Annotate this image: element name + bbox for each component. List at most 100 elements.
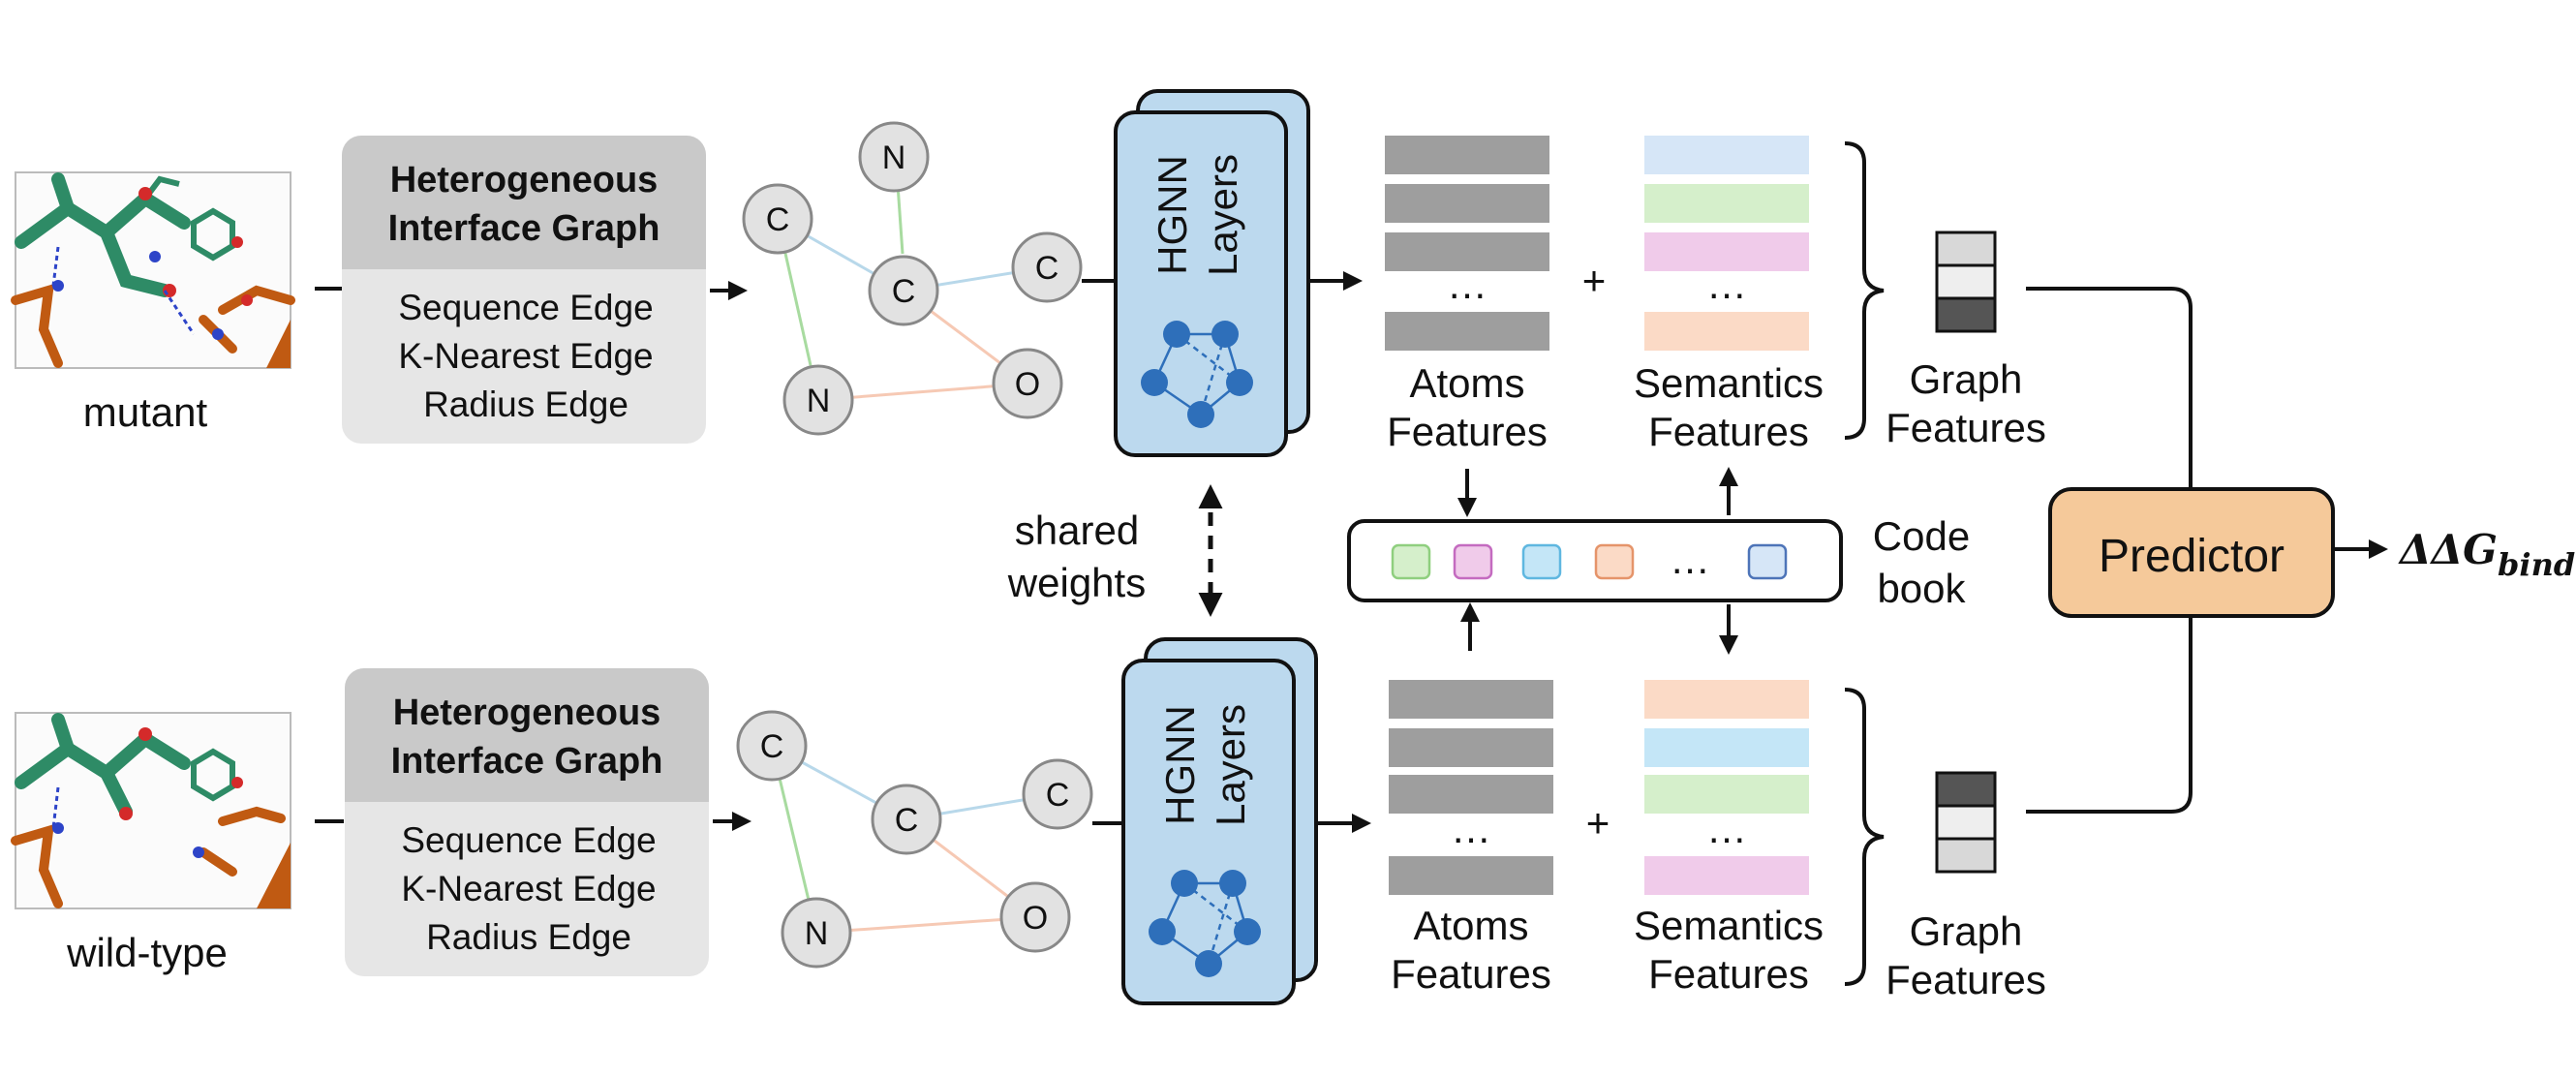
interface-graph-top: N C C C N O: [742, 121, 1114, 436]
code-vector: [1453, 543, 1493, 580]
codebook-label-1: Code: [1873, 513, 1970, 559]
hgnn-layers-bottom: HGNN Layers: [1121, 637, 1318, 1005]
graph-box-title-1: Heterogeneous: [393, 692, 661, 733]
graph-node-label: C: [766, 201, 790, 238]
atoms-label-2: Features: [1391, 951, 1551, 997]
ellipsis: …: [1451, 806, 1491, 851]
codebook-label-2: book: [1877, 566, 1966, 611]
graph-box-title-2: Interface Graph: [388, 208, 660, 249]
graph-node-label: O: [1015, 366, 1040, 403]
graph-node: [858, 121, 930, 193]
radius-edge-label: Radius Edge: [423, 385, 629, 424]
feature-bar: [1389, 680, 1553, 719]
graph-node-label: C: [892, 273, 916, 310]
ellipsis: …: [1706, 262, 1747, 307]
graph-box-title-1: Heterogeneous: [390, 160, 659, 200]
graph-node-label: C: [760, 728, 784, 765]
feature-bar: [1385, 232, 1549, 271]
feature-cell: [1935, 296, 1997, 333]
ddg-output-label: ΔΔGbind: [2398, 526, 2575, 583]
graph-features-label-2: Features: [1886, 957, 2046, 1002]
plus-sign: +: [1586, 800, 1610, 846]
graph-node-label: N: [882, 139, 906, 176]
graph-node: [781, 897, 852, 969]
atoms-features-bottom: … Atoms Features: [1389, 680, 1553, 997]
graph-features-label-2: Features: [1886, 405, 2046, 450]
feature-bar: [1644, 312, 1809, 351]
hgnn-label-2: Layers: [1200, 154, 1245, 276]
codebook: …: [1347, 519, 1843, 602]
feature-bar: [1644, 775, 1809, 814]
plus-sign: +: [1582, 258, 1607, 303]
graph-node: [992, 348, 1063, 419]
graph-node-label: C: [895, 802, 919, 839]
atoms-features-top: … Atoms Features: [1385, 136, 1549, 454]
ellipsis: …: [1670, 537, 1710, 582]
graph-node-label: N: [807, 383, 831, 419]
sequence-edge-label: Sequence Edge: [401, 820, 656, 860]
graph-node-label: C: [1046, 777, 1070, 814]
feature-bar: [1385, 312, 1549, 351]
semantics-features-top: … Semantics Features: [1634, 136, 1824, 454]
gnn-graph-icon: [1141, 321, 1253, 428]
hgnn-layers-top: HGNN Layers: [1114, 89, 1310, 457]
sequence-edge-label: Sequence Edge: [398, 288, 653, 327]
hgnn-label-2: Layers: [1208, 704, 1253, 826]
feature-bar: [1644, 856, 1809, 895]
radius-edge-label: Radius Edge: [426, 917, 631, 957]
feature-bar: [1385, 136, 1549, 174]
atoms-label-2: Features: [1387, 409, 1548, 454]
connector-line: [2026, 616, 2193, 814]
graph-box-title-2: Interface Graph: [391, 741, 663, 782]
brace: [1844, 688, 1885, 986]
mutant-structure-image: [11, 171, 295, 369]
hgnn-label-1: HGNN: [1157, 705, 1203, 825]
feature-cell: [1935, 804, 1997, 841]
feature-bar: [1644, 728, 1809, 767]
graph-features-label-1: Graph: [1910, 356, 2023, 402]
wildtype-label: wild-type: [66, 930, 228, 975]
knearest-edge-label: K-Nearest Edge: [398, 336, 653, 376]
ellipsis: …: [1447, 262, 1487, 307]
feature-bar: [1644, 680, 1809, 719]
shared-weights-label-2: weights: [1007, 560, 1146, 605]
graph-node-label: C: [1035, 250, 1059, 287]
interface-graph-bottom: C C C N O: [736, 710, 1125, 969]
graph-node: [742, 183, 813, 255]
predictor-label: Predictor: [2099, 531, 2285, 582]
semantics-label-2: Features: [1648, 409, 1809, 454]
graph-features-bottom: Graph Features: [1886, 771, 2046, 1002]
code-vector: [1391, 543, 1431, 580]
feature-cell: [1935, 231, 1997, 267]
heterogeneous-graph-box-bottom: Heterogeneous Interface Graph Sequence E…: [345, 668, 709, 976]
semantics-label-1: Semantics: [1634, 903, 1824, 948]
atoms-label-1: Atoms: [1413, 903, 1528, 948]
graph-node: [1011, 231, 1083, 303]
brace: [1844, 141, 1885, 440]
graph-node: [782, 364, 854, 436]
shared-weights-label-1: shared: [1015, 508, 1139, 553]
graph-node: [999, 881, 1071, 953]
gnn-graph-icon: [1149, 870, 1261, 977]
graph-node: [1022, 758, 1093, 830]
semantics-features-bottom: … Semantics Features: [1634, 680, 1824, 997]
feature-cell: [1935, 837, 1997, 874]
graph-node: [736, 710, 808, 782]
feature-bar: [1389, 775, 1553, 814]
heterogeneous-graph-box-top: Heterogeneous Interface Graph Sequence E…: [342, 136, 706, 444]
code-vector: [1747, 543, 1788, 580]
feature-bar: [1389, 728, 1553, 767]
atoms-label-1: Atoms: [1409, 360, 1524, 406]
wildtype-structure-image: [11, 712, 291, 909]
feature-cell: [1935, 771, 1997, 808]
graph-node: [868, 255, 939, 326]
graph-features-label-1: Graph: [1910, 908, 2023, 954]
graph-node-label: O: [1023, 900, 1048, 937]
feature-bar: [1644, 136, 1809, 174]
semantics-label-1: Semantics: [1634, 360, 1824, 406]
hgnn-label-1: HGNN: [1150, 155, 1195, 275]
code-vector: [1521, 543, 1562, 580]
graph-node: [871, 784, 942, 855]
ellipsis: …: [1706, 806, 1747, 851]
